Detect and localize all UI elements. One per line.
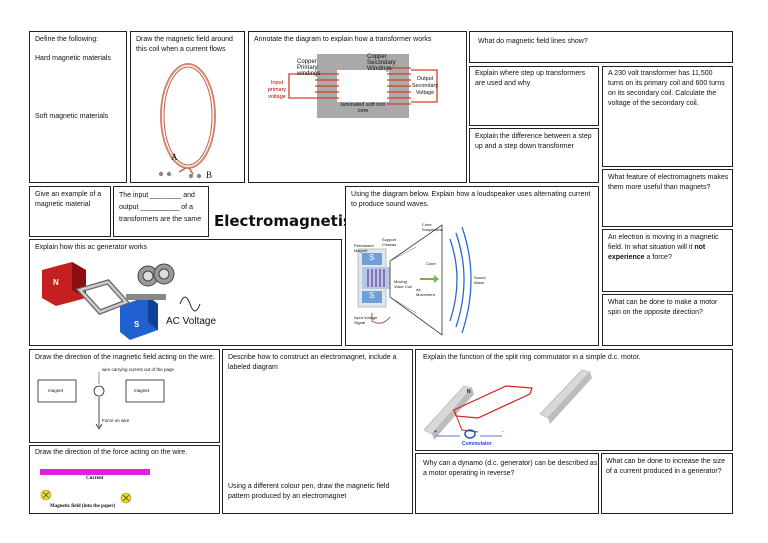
magnetic-field-label: Magnetic field (into the paper) bbox=[50, 504, 116, 509]
magnet-left-label: magnet bbox=[48, 388, 64, 393]
electron-box: An electron is moving in a magnetic fiel… bbox=[602, 229, 733, 292]
input-output-prompt: The input ________ and output __________… bbox=[119, 192, 202, 223]
soft-materials-label: Soft magnetic materials bbox=[35, 113, 109, 120]
transformer-box: Annotate the diagram to explain how a tr… bbox=[248, 31, 467, 183]
force-wire-diagram bbox=[40, 469, 150, 504]
generator-prompt: Explain how this ac generator works bbox=[35, 244, 148, 251]
electromagnet-prompt: Describe how to construct an electromagn… bbox=[228, 354, 397, 371]
voice-coil-label: Moving Voice Coil bbox=[394, 279, 412, 289]
increase-current-box: What can be done to increase the size of… bbox=[601, 453, 733, 514]
current-label: Current bbox=[86, 476, 104, 481]
core-label: laminated soft iron core bbox=[340, 102, 386, 114]
field-lines-prompt: What do magnetic field lines show? bbox=[478, 38, 588, 45]
electron-prompt: An electron is moving in a magnetic fiel… bbox=[608, 233, 730, 263]
generator-n-label: N bbox=[53, 278, 59, 287]
commutator-box: Explain the function of the split ring c… bbox=[415, 349, 733, 451]
input-voltage-signal-label: Input Voltage Signal bbox=[354, 315, 378, 325]
step-up-use-box: Explain where step up transformers are u… bbox=[469, 66, 599, 126]
step-diff-box: Explain the difference between a step up… bbox=[469, 128, 599, 183]
permanent-magnet-label: Permanent Magnet bbox=[354, 243, 374, 253]
page-title: Electromagnetism bbox=[214, 212, 368, 230]
primary-windings-label: Copper Primary windings bbox=[297, 59, 321, 77]
coil-label-a: A bbox=[171, 152, 178, 162]
loudspeaker-diagram bbox=[357, 224, 472, 336]
dynamo-box: Why can a dynamo (d.c. generator) can be… bbox=[415, 453, 599, 514]
increase-current-prompt: What can be done to increase the size of… bbox=[606, 458, 726, 475]
coil-diagram bbox=[158, 63, 216, 179]
motor-direction-box: What can be done to make a motor spin on… bbox=[602, 294, 733, 346]
coil-box: Draw the magnetic field around this coil… bbox=[130, 31, 245, 183]
electron-prompt-bold: not experience bbox=[608, 244, 706, 261]
commutator-minus: - bbox=[502, 429, 504, 435]
example-prompt: Give an example of a magnetic material bbox=[35, 191, 102, 208]
feature-prompt: What feature of electromagnets makes the… bbox=[608, 174, 729, 191]
transformer-diagram bbox=[288, 54, 438, 118]
force-wire-prompt: Draw the direction of the force acting o… bbox=[35, 449, 188, 456]
step-up-use-prompt: Explain where step up transformers are u… bbox=[475, 70, 586, 87]
example-box: Give an example of a magnetic material bbox=[29, 186, 111, 237]
input-output-box: The input ________ and output __________… bbox=[113, 186, 209, 237]
dynamo-prompt: Why can a dynamo (d.c. generator) can be… bbox=[423, 460, 598, 477]
speaker-s-bottom: S bbox=[369, 291, 375, 300]
coil-label-b: B bbox=[206, 170, 213, 180]
input-voltage-label: Input primary voltage bbox=[267, 80, 287, 100]
secondary-windings-label: Copper Secondary Windings bbox=[367, 54, 396, 72]
commutator-label: Commutator bbox=[462, 441, 492, 447]
define-heading: Define the following: bbox=[35, 36, 99, 43]
air-movement-label: Air Movement bbox=[416, 287, 435, 297]
field-wire-diagram bbox=[37, 372, 165, 430]
sound-wave-label: Sound Wave bbox=[474, 275, 486, 285]
loudspeaker-prompt: Using the diagram below. Explain how a l… bbox=[351, 191, 591, 208]
field-lines-box: What do magnetic field lines show? bbox=[469, 31, 733, 63]
electron-prompt-after: a force? bbox=[644, 254, 672, 261]
cone-label: Cone bbox=[426, 261, 436, 266]
generator-box: Explain how this ac generator works N S … bbox=[29, 239, 342, 346]
motor-direction-prompt: What can be done to make a motor spin on… bbox=[608, 299, 718, 316]
ac-voltage-label: AC Voltage bbox=[166, 316, 217, 327]
loudspeaker-box: Using the diagram below. Explain how a l… bbox=[345, 186, 599, 346]
feature-box: What feature of electromagnets makes the… bbox=[602, 169, 733, 227]
electromagnet-box: Describe how to construct an electromagn… bbox=[222, 349, 413, 514]
commutator-prompt: Explain the function of the split ring c… bbox=[423, 354, 641, 361]
support-chassis-label: Support Chassis bbox=[382, 237, 397, 247]
coil-prompt: Draw the magnetic field around this coil… bbox=[136, 36, 233, 53]
output-voltage-label: Output Secondary Voltage bbox=[411, 76, 439, 96]
electromagnet-prompt-2: Using a different colour pen, draw the m… bbox=[228, 483, 390, 500]
define-box: Define the following: Hard magnetic mate… bbox=[29, 31, 127, 183]
commutator-plus: + bbox=[434, 429, 437, 435]
step-diff-prompt: Explain the difference between a step up… bbox=[475, 133, 592, 150]
commutator-diagram bbox=[423, 369, 592, 440]
magnet-right-label: magnet bbox=[134, 388, 150, 393]
cone-suspension-label: Cone Suspension bbox=[422, 222, 443, 232]
hard-materials-label: Hard magnetic materials bbox=[35, 55, 111, 62]
wire-label: wire carrying current out of the page bbox=[102, 367, 175, 372]
force-wire-box: Draw the direction of the force acting o… bbox=[29, 445, 220, 514]
generator-diagram bbox=[42, 262, 201, 340]
calc-box: A 230 volt transformer has 11,500 turns … bbox=[602, 66, 733, 167]
commutator-n-label: N bbox=[467, 389, 471, 395]
field-wire-box: Draw the direction of the magnetic field… bbox=[29, 349, 220, 443]
electron-prompt-before: An electron is moving in a magnetic fiel… bbox=[608, 234, 719, 251]
transformer-prompt: Annotate the diagram to explain how a tr… bbox=[254, 36, 432, 43]
force-on-wire-label: Force on wire bbox=[102, 418, 130, 423]
speaker-s-top: S bbox=[369, 253, 375, 262]
field-wire-prompt: Draw the direction of the magnetic field… bbox=[35, 354, 215, 361]
calc-prompt: A 230 volt transformer has 11,500 turns … bbox=[608, 70, 725, 107]
generator-s-label: S bbox=[134, 320, 140, 329]
